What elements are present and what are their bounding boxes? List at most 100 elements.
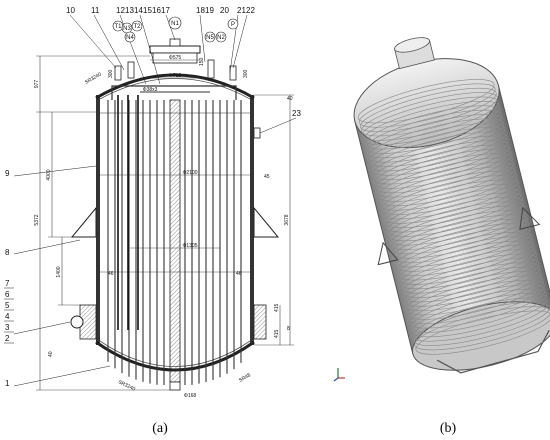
coil-ring <box>368 122 506 167</box>
nozzle-markers <box>112 16 239 43</box>
part-label-8: 8 <box>5 248 10 257</box>
dim-h977: 977 <box>34 80 40 89</box>
nozzle-n3-label: N3 <box>123 26 131 32</box>
vessel-bottom-frame <box>436 329 550 374</box>
tube-bundle <box>107 95 242 385</box>
nozzle-n2-label: N2 <box>217 35 225 41</box>
part-label-1: 1 <box>5 379 10 388</box>
support-3d-right <box>519 206 541 230</box>
panel-b-render: (b) <box>333 37 550 436</box>
dim-v40-bottom: 40 <box>48 351 54 357</box>
coil-ring <box>397 236 534 281</box>
part-label-21: 21 <box>237 6 246 15</box>
dim-sr-top: SR3240 <box>84 71 103 85</box>
part-label-7: 7 <box>5 279 10 288</box>
nozzle-n4-label: N4 <box>126 35 134 41</box>
coil-ring <box>393 223 531 268</box>
part-label-4: 4 <box>5 312 10 321</box>
coil-ring <box>371 135 509 180</box>
coil-ring <box>408 284 546 329</box>
coil-ring <box>407 280 545 325</box>
bottom-nozzle-right <box>253 304 267 340</box>
dim-v46-right: 46 <box>236 271 242 277</box>
coil-ring <box>401 253 538 298</box>
left-label-underlines <box>4 287 14 344</box>
coil-ring <box>361 92 498 137</box>
coil-ring <box>357 79 495 124</box>
coil-ring <box>402 258 540 303</box>
nozzle-23 <box>253 127 261 139</box>
dim-v300: 300 <box>108 69 114 78</box>
nozzle-n4 <box>127 61 135 79</box>
part-label-22: 22 <box>246 6 255 15</box>
bottom-outlet <box>169 381 181 391</box>
coil-ring <box>412 297 549 342</box>
part-label-18: 18 <box>196 6 205 15</box>
shell-wall-right <box>250 95 254 345</box>
coil-ring <box>362 96 499 141</box>
part-label-14: 14 <box>134 6 143 15</box>
coil-ring <box>378 162 516 207</box>
header-pipe <box>111 85 237 100</box>
dim-v150: 150 <box>199 57 205 66</box>
coil-ring <box>366 114 504 159</box>
part-label-9: 9 <box>5 169 10 178</box>
part-label-5: 5 <box>5 301 10 310</box>
dim-sr-bottom: SR3240 <box>117 379 136 392</box>
top-flange <box>149 45 201 54</box>
dim-d1305: Φ1305 <box>182 243 197 249</box>
nozzle-n1-label: N1 <box>171 21 179 27</box>
top-head-inner <box>99 78 251 100</box>
part-label-11: 11 <box>91 6 100 15</box>
nozzle-p <box>229 65 237 81</box>
part-label-17: 17 <box>161 6 170 15</box>
coil-ring <box>382 179 520 224</box>
part-label-16: 16 <box>152 6 161 15</box>
central-column <box>169 99 181 383</box>
coil-ring <box>404 266 542 311</box>
part-label-15: 15 <box>143 6 152 15</box>
coil-ring <box>377 157 515 202</box>
coil-ring <box>400 249 537 294</box>
dim-v300b: 300 <box>243 69 249 78</box>
dim-d168: Φ168 <box>184 393 197 399</box>
caption-b: (b) <box>440 421 457 436</box>
bottom-nozzle-flange-left <box>70 315 84 329</box>
part-label-23: 23 <box>292 109 301 118</box>
dim-d38x3: Φ38x3 <box>143 87 158 93</box>
shell-wall-left <box>96 95 100 345</box>
part-label-3: 3 <box>5 323 10 332</box>
axis-icon <box>333 368 345 382</box>
leader-lines <box>13 14 297 387</box>
top-manway <box>152 52 198 64</box>
coil-ring <box>390 210 528 255</box>
coil-ring <box>394 227 532 272</box>
nozzle-p-label: P <box>231 22 235 28</box>
caption-a: (a) <box>152 421 168 436</box>
coil-ring <box>373 140 510 185</box>
dim-v415a: 415 <box>274 303 280 312</box>
part-label-2: 2 <box>5 334 10 343</box>
dim-h1400: 1400 <box>56 266 62 277</box>
coil-ring <box>398 240 535 285</box>
panel-a-drawing: T1 N3 T2 N4 N1 N5 N2 P 10 11 12 13 14 15… <box>4 6 301 436</box>
dim-v45: 45 <box>264 174 270 180</box>
coil-ring <box>364 105 501 150</box>
coil-ring <box>403 262 541 307</box>
coil-ring <box>392 218 530 263</box>
coil-ring <box>387 197 524 242</box>
dim-h5372: 5372 <box>34 214 40 225</box>
part-label-19: 19 <box>205 6 214 15</box>
vessel-top-nozzle-rim <box>394 37 431 53</box>
top-head <box>95 73 255 100</box>
support-lug-right <box>253 206 280 238</box>
coil-ring <box>405 271 543 316</box>
coil-ring <box>388 201 525 246</box>
coil-ring <box>406 275 544 320</box>
nozzle-t1-label: T1 <box>114 24 122 30</box>
coil-ring <box>386 192 523 237</box>
coil-ring <box>359 87 497 132</box>
coil-ring <box>358 83 496 128</box>
coil-ring <box>370 131 508 176</box>
coil-ring <box>376 153 513 198</box>
